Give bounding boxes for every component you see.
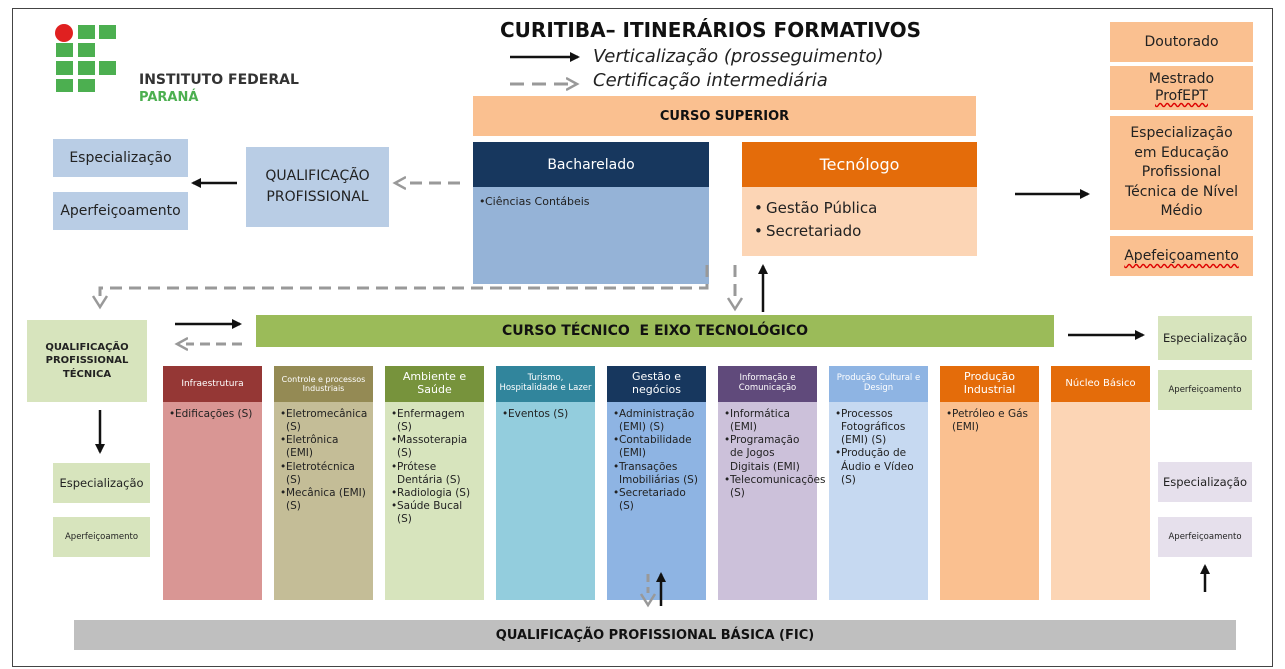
especializacao-right-mid-box: Especialização: [1158, 316, 1252, 360]
dashed-down-arrowhead-fic: [639, 593, 657, 608]
aperfeicoamento-right-mid-box: Aperfeiçoamento: [1158, 370, 1252, 410]
list-item: Massoterapia (S): [391, 434, 478, 460]
list-item: Eletrotécnica (S): [280, 461, 367, 487]
eixo-column: Controle e processos IndustriaisEletrome…: [274, 366, 373, 600]
list-item: Mecânica (EMI) (S): [280, 487, 367, 513]
mestrado-label: Mestrado: [1148, 71, 1215, 88]
eixo-body: Eventos (S): [496, 402, 595, 600]
curso-superior-header: CURSO SUPERIOR: [473, 96, 976, 136]
list-item: Petróleo e Gás (EMI): [946, 408, 1033, 434]
eixo-body: [1051, 402, 1150, 600]
eixo-body: Administração (EMI) (S)Contabilidade (EM…: [607, 402, 706, 600]
especializacao-left-top-box: Especialização: [53, 139, 188, 177]
legend-solid-label: Verticalização (prosseguimento): [593, 46, 884, 67]
eixo-course-list: Administração (EMI) (S)Contabilidade (EM…: [613, 408, 700, 513]
list-item: Saúde Bucal (S): [391, 500, 478, 526]
list-item: Secretariado: [754, 220, 965, 243]
tecnologo-title: Tecnólogo: [742, 142, 977, 187]
eixo-body: Informática (EMI)Programação de Jogos Di…: [718, 402, 825, 600]
list-item: Processos Fotográficos (EMI) (S): [835, 408, 922, 447]
aperfeicoamento-left-bottom-box: Aperfeiçoamento: [53, 517, 150, 557]
eixo-course-list: Eventos (S): [502, 408, 589, 421]
diagram-frame: [12, 8, 1273, 667]
eixo-course-list: Edificações (S): [169, 408, 256, 421]
eixo-header: Produção Industrial: [940, 366, 1039, 402]
eixo-course-list: Enfermagem (S)Massoterapia (S)Prótese De…: [391, 408, 478, 526]
list-item: Transações Imobiliárias (S): [613, 461, 700, 487]
eixo-column: Gestão e negóciosAdministração (EMI) (S)…: [607, 366, 706, 600]
curso-tecnico-header: CURSO TÉCNICO E EIXO TECNOLÓGICO: [256, 315, 1054, 347]
list-item: Produção de Áudio e Vídeo (S): [835, 447, 922, 486]
eixo-column: Produção Cultural e DesignProcessos Foto…: [829, 366, 928, 600]
ifpr-logo: [55, 24, 121, 92]
doutorado-box: Doutorado: [1110, 22, 1253, 62]
aperfeicoamento-right-bottom-box: Aperfeiçoamento: [1158, 517, 1252, 557]
logo-line2: PARANÁ: [139, 90, 199, 105]
especializacao-left-bottom-box: Especialização: [53, 463, 150, 503]
dashed-down-arrowhead-left: [91, 295, 109, 310]
aperfeicoamento-left-top-box: Aperfeiçoamento: [53, 192, 188, 230]
mestrado-sub-label: ProfEPT: [1155, 88, 1208, 104]
mestrado-box: Mestrado ProfEPT: [1110, 66, 1253, 110]
list-item: Radiologia (S): [391, 487, 478, 500]
list-item: Eletromecânica (S): [280, 408, 367, 434]
eixo-header: Informação e Comunicação: [718, 366, 817, 402]
logo-mark-icon: [55, 24, 116, 92]
list-item: Edificações (S): [169, 408, 256, 421]
list-item: Programação de Jogos Digitais (EMI): [724, 434, 811, 473]
eixo-column: Informação e ComunicaçãoInformática (EMI…: [718, 366, 825, 600]
eixo-body: Enfermagem (S)Massoterapia (S)Prótese De…: [385, 402, 484, 600]
eixo-body: Eletromecânica (S)Eletrônica (EMI)Eletro…: [274, 402, 373, 600]
list-item: Eletrônica (EMI): [280, 434, 367, 460]
especializacao-ept-box: Especialização em Educação Profissional …: [1110, 116, 1253, 230]
eixo-header: Gestão e negócios: [607, 366, 706, 402]
list-item: Telecomunicações (S): [724, 474, 825, 500]
eixo-column: InfraestruturaEdificações (S): [163, 366, 262, 600]
list-item: Prótese Dentária (S): [391, 461, 478, 487]
dashed-down-arrowhead-mid: [726, 297, 744, 312]
especializacao-right-bottom-box: Especialização: [1158, 462, 1252, 502]
eixo-course-list: Processos Fotográficos (EMI) (S)Produção…: [835, 408, 922, 487]
list-item: Administração (EMI) (S): [613, 408, 700, 434]
eixo-column: Turismo, Hospitalidade e LazerEventos (S…: [496, 366, 595, 600]
eixo-header: Controle e processos Industriais: [274, 366, 373, 402]
list-item: Enfermagem (S): [391, 408, 478, 434]
list-item: Gestão Pública: [754, 197, 965, 220]
list-item: Secretariado (S): [613, 487, 700, 513]
eixo-header: Produção Cultural e Design: [829, 366, 928, 402]
list-item: Eventos (S): [502, 408, 589, 421]
fic-bar: QUALIFICAÇÃO PROFISSIONAL BÁSICA (FIC): [74, 620, 1236, 650]
qualificacao-profissional-box: QUALIFICAÇÃO PROFISSIONAL: [246, 147, 389, 227]
superior-to-tecnica-dashed-line: [98, 265, 709, 296]
eixo-course-list: Informática (EMI)Programação de Jogos Di…: [724, 408, 825, 500]
logo-line1: INSTITUTO FEDERAL: [139, 72, 299, 88]
eixo-header: Núcleo Básico: [1051, 366, 1150, 402]
list-item: Contabilidade (EMI): [613, 434, 700, 460]
eixo-course-list: Eletromecânica (S)Eletrônica (EMI)Eletro…: [280, 408, 367, 513]
qualificacao-tecnica-box: QUALIFICAÇÃO PROFISSIONAL TÉCNICA: [27, 320, 147, 402]
list-item: Informática (EMI): [724, 408, 811, 434]
aperfeicoamento-top-box: Apefeiçoamento: [1110, 236, 1253, 276]
tecnologo-list: Gestão Pública Secretariado: [742, 187, 977, 252]
eixo-body: Processos Fotográficos (EMI) (S)Produção…: [829, 402, 928, 600]
eixo-body: Petróleo e Gás (EMI): [940, 402, 1039, 600]
page-title: CURITIBA– ITINERÁRIOS FORMATIVOS: [500, 18, 922, 42]
eixo-header: Turismo, Hospitalidade e Lazer: [496, 366, 595, 402]
eixo-column: Núcleo Básico: [1051, 366, 1150, 600]
eixo-column: Produção IndustrialPetróleo e Gás (EMI): [940, 366, 1039, 600]
tecnologo-box: Tecnólogo Gestão Pública Secretariado: [742, 142, 977, 256]
bacharelado-title: Bacharelado: [473, 142, 709, 187]
bacharelado-list: Ciências Contábeis: [473, 187, 709, 216]
list-item: Ciências Contábeis: [479, 195, 703, 208]
eixo-body: Edificações (S): [163, 402, 262, 600]
legend-dashed-label: Certificação intermediária: [593, 70, 828, 91]
eixo-header: Infraestrutura: [163, 366, 262, 402]
eixo-header: Ambiente e Saúde: [385, 366, 484, 402]
bacharelado-box: Bacharelado Ciências Contábeis: [473, 142, 709, 284]
eixo-course-list: Petróleo e Gás (EMI): [946, 408, 1033, 434]
eixo-column: Ambiente e SaúdeEnfermagem (S)Massoterap…: [385, 366, 484, 600]
